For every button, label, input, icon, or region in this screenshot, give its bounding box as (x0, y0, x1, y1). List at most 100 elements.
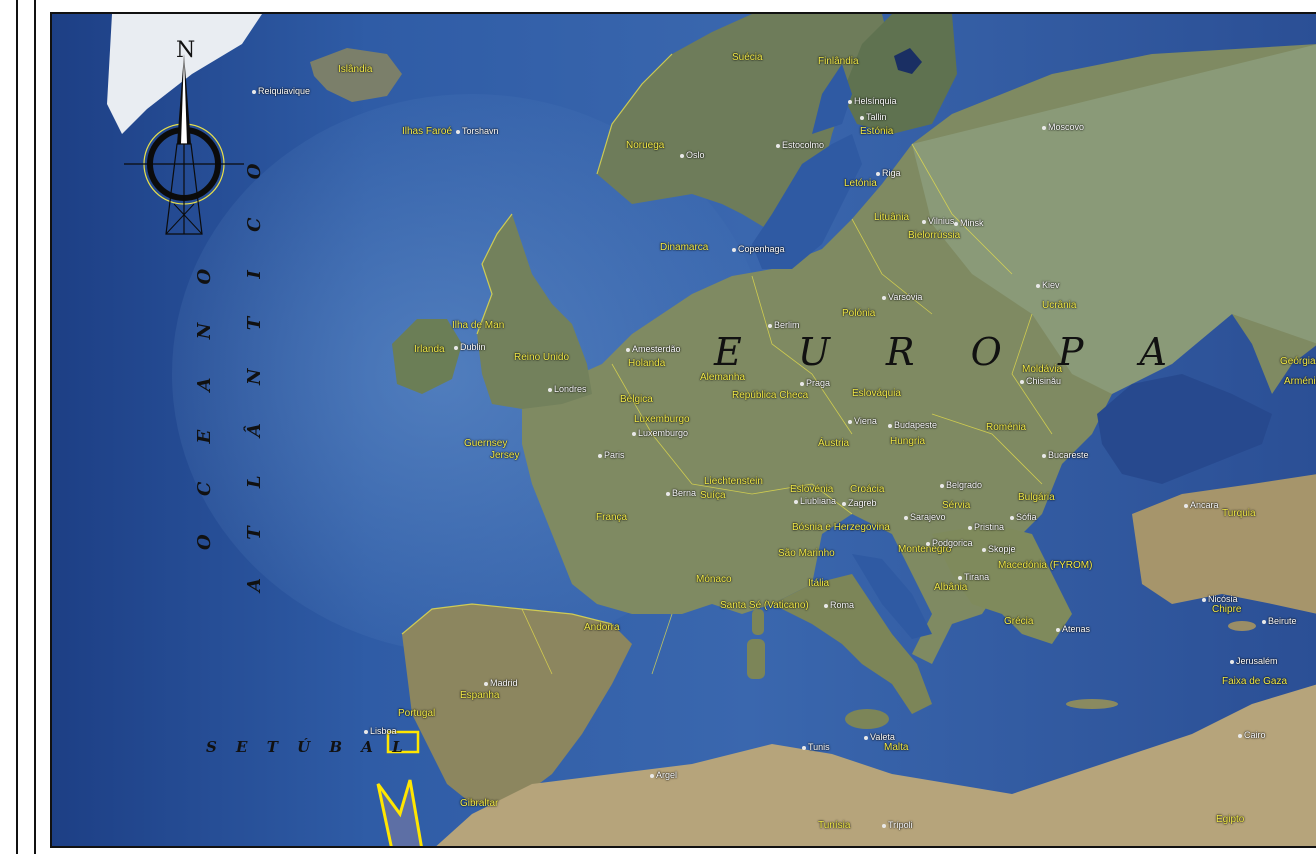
country-label-guernsey: Guernsey (464, 438, 508, 449)
setubal-label: S E T Ú B A L (206, 738, 410, 756)
city-label-liubliana: Liubliana (794, 496, 836, 506)
iberia-landmass (402, 604, 632, 804)
city-label-budapeste: Budapeste (888, 420, 937, 430)
country-label-islandia: Islândia (338, 64, 373, 75)
satellite-map[interactable]: Islândia Ilhas Faroé Noruega Suécia Finl… (50, 12, 1316, 848)
country-label-sao-marinho: São Marinho (778, 548, 835, 559)
coastline-highlight (401, 53, 673, 635)
city-label-varsovia: Varsóvia (882, 292, 922, 302)
city-label-tunis: Tunis (802, 742, 830, 752)
city-label-torshavn: Torshavn (456, 126, 499, 136)
city-label-sarajevo: Sarajevo (904, 512, 946, 522)
city-label-tallin: Tallin (860, 112, 887, 122)
sicily-island (845, 709, 889, 729)
country-label-liechtenstein: Liechtenstein (704, 476, 763, 487)
country-label-irlanda: Irlanda (414, 344, 445, 355)
country-label-austria: Áustria (818, 438, 850, 449)
ireland-landmass (392, 319, 462, 394)
country-label-ilha-de-man: Ilha de Man (452, 320, 505, 331)
city-label-cairo: Cairo (1238, 730, 1266, 740)
country-label-eslovenia: Eslovénia (790, 484, 834, 495)
italy-landmass (772, 574, 932, 714)
city-label-lisboa: Lisboa (364, 726, 397, 736)
setubal-highlight-box (386, 730, 420, 754)
city-label-amesterdao: Amesterdão (626, 344, 681, 354)
country-label-montenegro: Montenegro (898, 544, 952, 555)
country-label-gibraltar: Gibraltar (460, 798, 499, 809)
city-label-copenhaga: Copenhaga (732, 244, 785, 254)
city-label-dublin: Dublin (454, 342, 486, 352)
city-label-sofia: Sófia (1010, 512, 1037, 522)
europe-label: E U R O P A (714, 330, 1189, 374)
country-label-servia: Sérvia (942, 500, 971, 511)
city-label-praga: Praga (800, 378, 830, 388)
country-label-armenia: Arménia (1284, 376, 1316, 387)
baltic-sea (752, 134, 862, 269)
city-label-londres: Londres (548, 384, 587, 394)
city-label-argel: Argel (650, 770, 677, 780)
country-label-albania: Albânia (934, 582, 968, 593)
country-label-lituania: Lituânia (874, 212, 910, 223)
country-label-belgica: Bélgica (620, 394, 653, 405)
city-label-viena: Viena (848, 416, 877, 426)
country-label-egipto: Egipto (1216, 814, 1245, 825)
city-label-riga: Riga (876, 168, 901, 178)
country-label-ucrania: Ucrânia (1042, 300, 1077, 311)
city-label-skopje: Skopje (982, 544, 1016, 554)
city-label-nicosia: Nicósia (1202, 594, 1238, 604)
country-label-andorra: Andorra (584, 622, 620, 633)
city-label-oslo: Oslo (680, 150, 705, 160)
city-label-berlim: Berlim (768, 320, 800, 330)
city-label-zagreb: Zagreb (842, 498, 877, 508)
country-label-eslovaquia: Eslováquia (852, 388, 901, 399)
city-label-bucareste: Bucareste (1042, 450, 1089, 460)
city-label-ancara: Ancara (1184, 500, 1219, 510)
left-border-line (16, 0, 18, 854)
country-label-bielorrussia: Bielorrússia (908, 230, 961, 241)
city-label-pristina: Pristina (968, 522, 1004, 532)
north-africa-landmass (436, 684, 1316, 846)
city-label-belgrado: Belgrado (940, 480, 982, 490)
anatolia-landmass (1132, 474, 1316, 614)
country-label-luxemburgo: Luxemburgo (634, 414, 690, 425)
compass-north-label: N (176, 38, 196, 63)
city-label-vilnius: Vilnius (922, 216, 954, 226)
country-label-espanha: Espanha (460, 690, 500, 701)
inset-pointer (376, 779, 423, 846)
city-label-tripoli: Trípoli (882, 820, 913, 830)
adriatic-sea (852, 554, 932, 639)
city-label-roma: Roma (824, 600, 854, 610)
country-label-faixa-de-gaza: Faixa de Gaza (1222, 676, 1288, 687)
iceland-landmass (310, 48, 402, 102)
country-label-santa-se: Santa Sé (Vaticano) (720, 600, 809, 611)
gulf-of-bothnia (812, 64, 852, 134)
country-label-chipre: Chipre (1212, 604, 1242, 615)
country-label-hungria: Hungria (890, 436, 926, 447)
country-label-suecia: Suécia (732, 52, 763, 63)
country-label-croacia: Croácia (850, 484, 885, 495)
country-label-republica-checa: República Checa (732, 390, 809, 401)
country-label-monaco: Mónaco (696, 574, 732, 585)
country-label-jersey: Jersey (490, 450, 520, 461)
city-label-podgorica: Podgorica (926, 538, 973, 548)
country-label-portugal: Portugal (398, 708, 436, 719)
inner-border-line (34, 0, 36, 854)
country-label-finlandia: Finlândia (818, 56, 859, 67)
lake-onega (894, 48, 922, 74)
city-label-berna: Berna (666, 488, 696, 498)
country-label-bosnia: Bósnia e Herzegovina (792, 522, 890, 533)
country-label-grecia: Grécia (1004, 616, 1034, 627)
country-label-holanda: Holanda (628, 358, 666, 369)
city-label-madrid: Madrid (484, 678, 518, 688)
country-label-tunisia: Tunísia (818, 820, 851, 831)
city-label-atenas: Atenas (1056, 624, 1090, 634)
eastern-europe-landmass (912, 44, 1316, 394)
country-label-estonia: Estónia (860, 126, 894, 137)
city-label-estocolmo: Estocolmo (776, 140, 824, 150)
corsica-island (752, 609, 764, 635)
country-label-italia: Itália (808, 578, 830, 589)
country-label-franca: França (596, 512, 628, 523)
ocean-label-line-2: A T L Â N T I C O (244, 147, 265, 592)
city-label-valeta: Valeta (864, 732, 895, 742)
city-label-moscovo: Moscovo (1042, 122, 1084, 132)
